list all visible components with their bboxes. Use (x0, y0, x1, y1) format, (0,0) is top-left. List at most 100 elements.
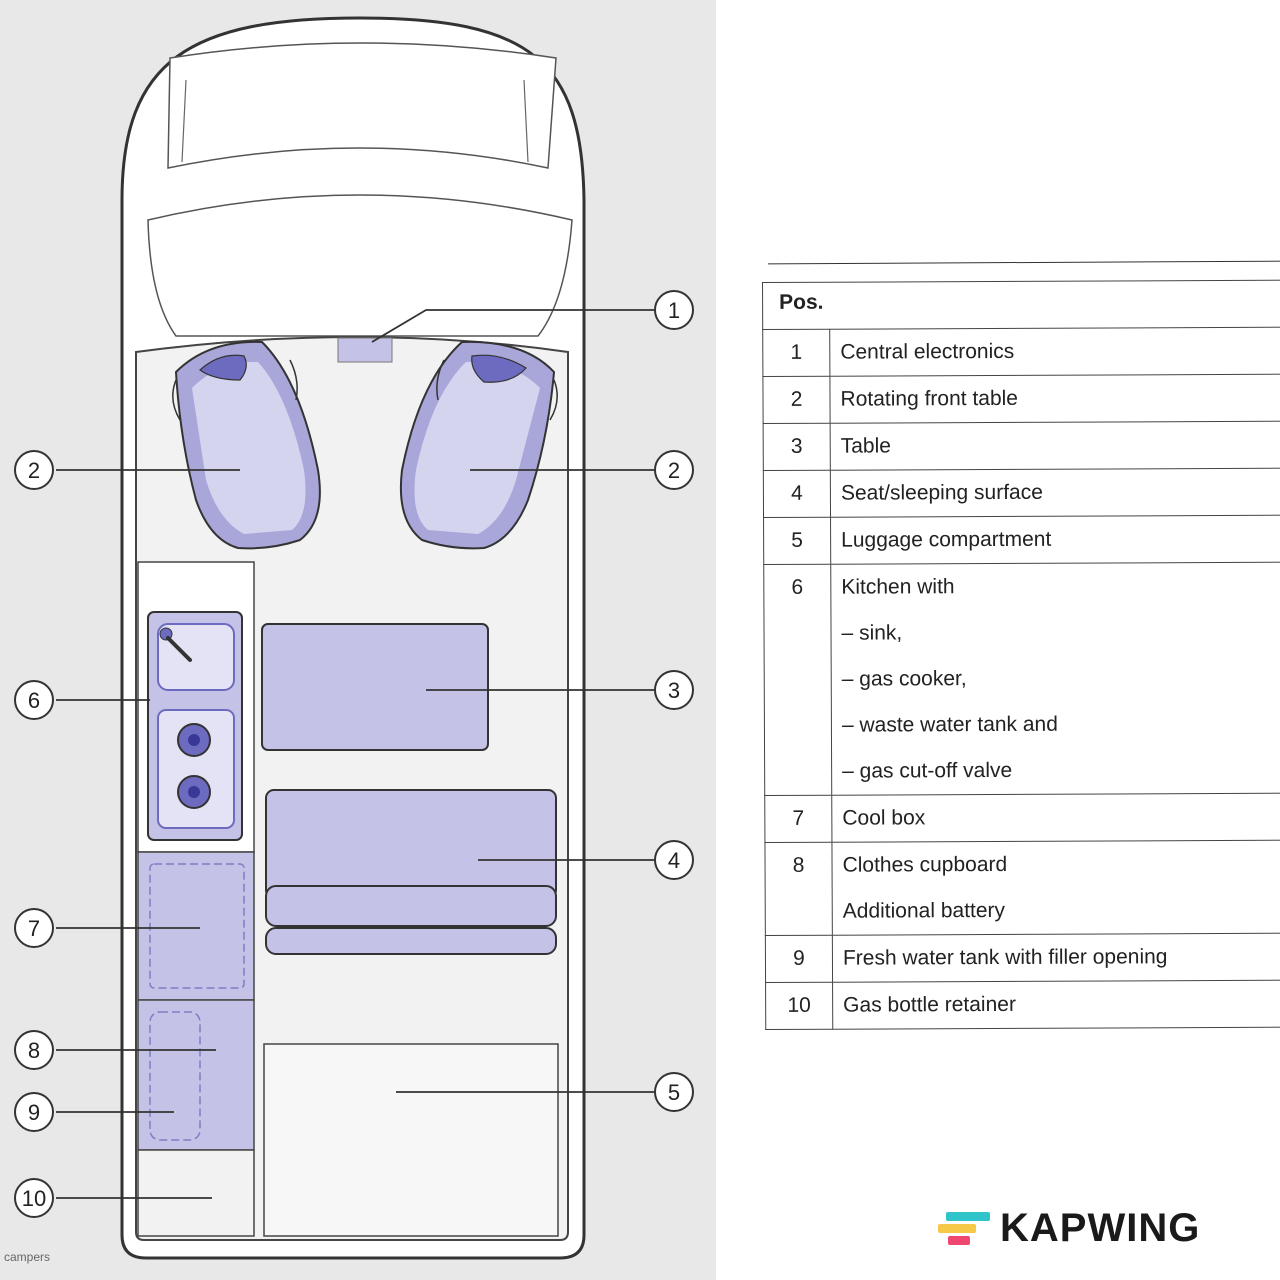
gas-cooker (157, 709, 235, 829)
logo-bar (946, 1212, 990, 1221)
legend-row-description: Table (830, 421, 1280, 471)
gas-bottle-retainer (137, 1149, 255, 1237)
watermark-text: campers (4, 1250, 51, 1264)
central-electronics (337, 337, 393, 363)
legend-number-text: 5 (791, 528, 804, 552)
legend-header-row: Pos. (762, 280, 1280, 330)
legend-description-line: Kitchen with (841, 575, 955, 599)
legend-number-text: 3 (790, 434, 803, 458)
legend-number-text: 10 (787, 993, 811, 1017)
callout-6: 6 (14, 680, 54, 720)
burner-2-inner (188, 786, 200, 798)
legend-description-line: – sink, (841, 621, 903, 645)
callout-2-right: 2 (654, 450, 694, 490)
legend-row-number: 9 (765, 935, 833, 983)
callout-4: 4 (654, 840, 694, 880)
legend-description-line: Rotating front table (840, 386, 1019, 411)
legend-description-line: Additional battery (842, 898, 1006, 923)
svg-text:6: 6 (28, 688, 40, 713)
svg-text:10: 10 (22, 1186, 46, 1211)
legend-row: 10 Gas bottle retainer (765, 980, 1280, 1030)
cool-box (149, 863, 245, 989)
legend-row-number: 10 (765, 982, 833, 1030)
callout-5: 5 (654, 1072, 694, 1112)
fresh-water-tank (149, 1011, 201, 1141)
leader-lines (56, 309, 654, 1199)
legend-description-line: – waste water tank and (841, 712, 1058, 737)
legend-description-line: – gas cut-off valve (842, 758, 1013, 783)
legend-description-line: Gas bottle retainer (843, 992, 1016, 1017)
legend-row-description: Seat/sleeping surface (830, 468, 1280, 518)
svg-text:2: 2 (668, 458, 680, 483)
legend-row-number: 4 (763, 470, 831, 518)
svg-text:7: 7 (28, 916, 40, 941)
legend-number-text: 9 (793, 946, 805, 970)
van-floor-plan: 1 2 2 3 4 5 6 7 (14, 16, 694, 1260)
seat-right (399, 340, 558, 550)
legend-row-number: 1 (762, 329, 830, 377)
sink-tap-arm (166, 636, 192, 662)
legend-number-text: 4 (791, 481, 803, 505)
table (261, 623, 489, 751)
callout-10: 10 (14, 1178, 54, 1218)
dashboard (147, 194, 573, 337)
cool-box-cabinet (137, 851, 255, 1001)
windshield-pillar-right (523, 79, 529, 163)
legend-row: 1 Central electronics (762, 327, 1280, 377)
legend-row: 4 Seat/sleeping surface (763, 468, 1280, 518)
legend-number-text: 1 (790, 340, 803, 364)
legend-row-description: Central electronics (829, 327, 1280, 377)
legend-row-description: Gas bottle retainer (832, 980, 1280, 1030)
legend-number-text: 8 (792, 853, 805, 877)
legend-row-description: Cool box (831, 793, 1280, 843)
diagram-panel: 1 2 2 3 4 5 6 7 (0, 0, 716, 1280)
svg-text:4: 4 (668, 848, 680, 873)
kapwing-logo: KAPWING (938, 1206, 1200, 1250)
legend-description-line: Seat/sleeping surface (840, 480, 1043, 505)
callout-7: 7 (14, 908, 54, 948)
callout-1: 1 (654, 290, 694, 330)
legend-description-line: Luggage compartment (841, 527, 1052, 552)
legend-row-description: Fresh water tank with filler opening (832, 933, 1280, 983)
legend-row: 5 Luggage compartment (763, 515, 1280, 565)
kapwing-logo-icon (938, 1212, 990, 1245)
luggage-compartment (263, 1043, 559, 1237)
callout-8: 8 (14, 1030, 54, 1070)
windshield (167, 42, 557, 169)
legend-description-line: Cool box (842, 806, 926, 830)
seat-bench-edge (265, 927, 557, 955)
legend-row-number: 3 (763, 423, 831, 471)
kapwing-logo-text: KAPWING (1000, 1205, 1201, 1250)
svg-text:2: 2 (28, 458, 40, 483)
legend-header: Pos. (762, 280, 1280, 330)
legend-row-number: 7 (764, 795, 832, 843)
windshield-pillar-left (181, 79, 187, 163)
legend-description-line: Fresh water tank with filler opening (842, 945, 1168, 970)
legend-row: 7 Cool box (764, 793, 1280, 843)
legend-row-description: Rotating front table (829, 374, 1280, 424)
legend-row: 9 Fresh water tank with filler opening (765, 933, 1280, 983)
svg-text:9: 9 (28, 1100, 40, 1125)
callout-2-left: 2 (14, 450, 54, 490)
legend-number-text: 6 (791, 575, 804, 599)
svg-text:8: 8 (28, 1038, 40, 1063)
legend-description-line: Clothes cupboard (842, 852, 1008, 877)
legend-row: 3 Table (763, 421, 1280, 471)
legend-row-description: Kitchen with– sink,– gas cooker,– waste … (830, 562, 1280, 796)
logo-bar (948, 1236, 970, 1245)
legend-description-line: Central electronics (840, 339, 1015, 364)
seat-bench (265, 789, 557, 899)
svg-text:5: 5 (668, 1080, 680, 1105)
callout-3: 3 (654, 670, 694, 710)
callout-9: 9 (14, 1092, 54, 1132)
svg-text:3: 3 (668, 678, 680, 703)
clothes-cupboard (137, 999, 255, 1151)
legend-number-text: 7 (792, 806, 805, 830)
legend-description-line: Table (840, 434, 891, 458)
